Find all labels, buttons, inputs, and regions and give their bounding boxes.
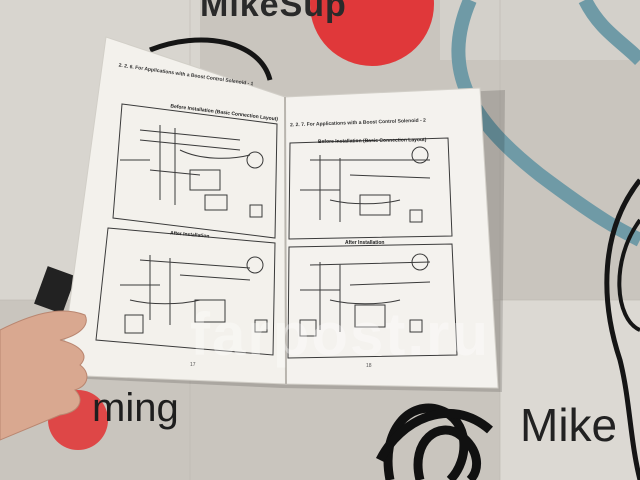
right-page-number: 18 <box>366 363 372 369</box>
mat-brand-text-bottom-right: Mike <box>520 399 618 451</box>
right-page-after-caption: After Installation <box>345 240 385 246</box>
left-diagram-before <box>112 103 278 239</box>
watermark-text: farpost.ru <box>190 301 491 368</box>
right-diagram-before <box>288 137 453 240</box>
hand <box>0 310 88 441</box>
black-cable-coil <box>375 403 493 480</box>
black-cable-top <box>149 37 273 81</box>
left-diagram-after <box>95 227 276 356</box>
black-cable-right <box>604 178 640 480</box>
red-logo-circle <box>310 0 434 66</box>
mat-brand-text-bottom-left: ming <box>92 386 179 430</box>
right-diagram-after <box>287 243 458 359</box>
booklet-spine <box>284 96 287 385</box>
left-page-number: 17 <box>190 362 196 368</box>
mat-brand-text-top: MikeSup <box>200 0 347 24</box>
